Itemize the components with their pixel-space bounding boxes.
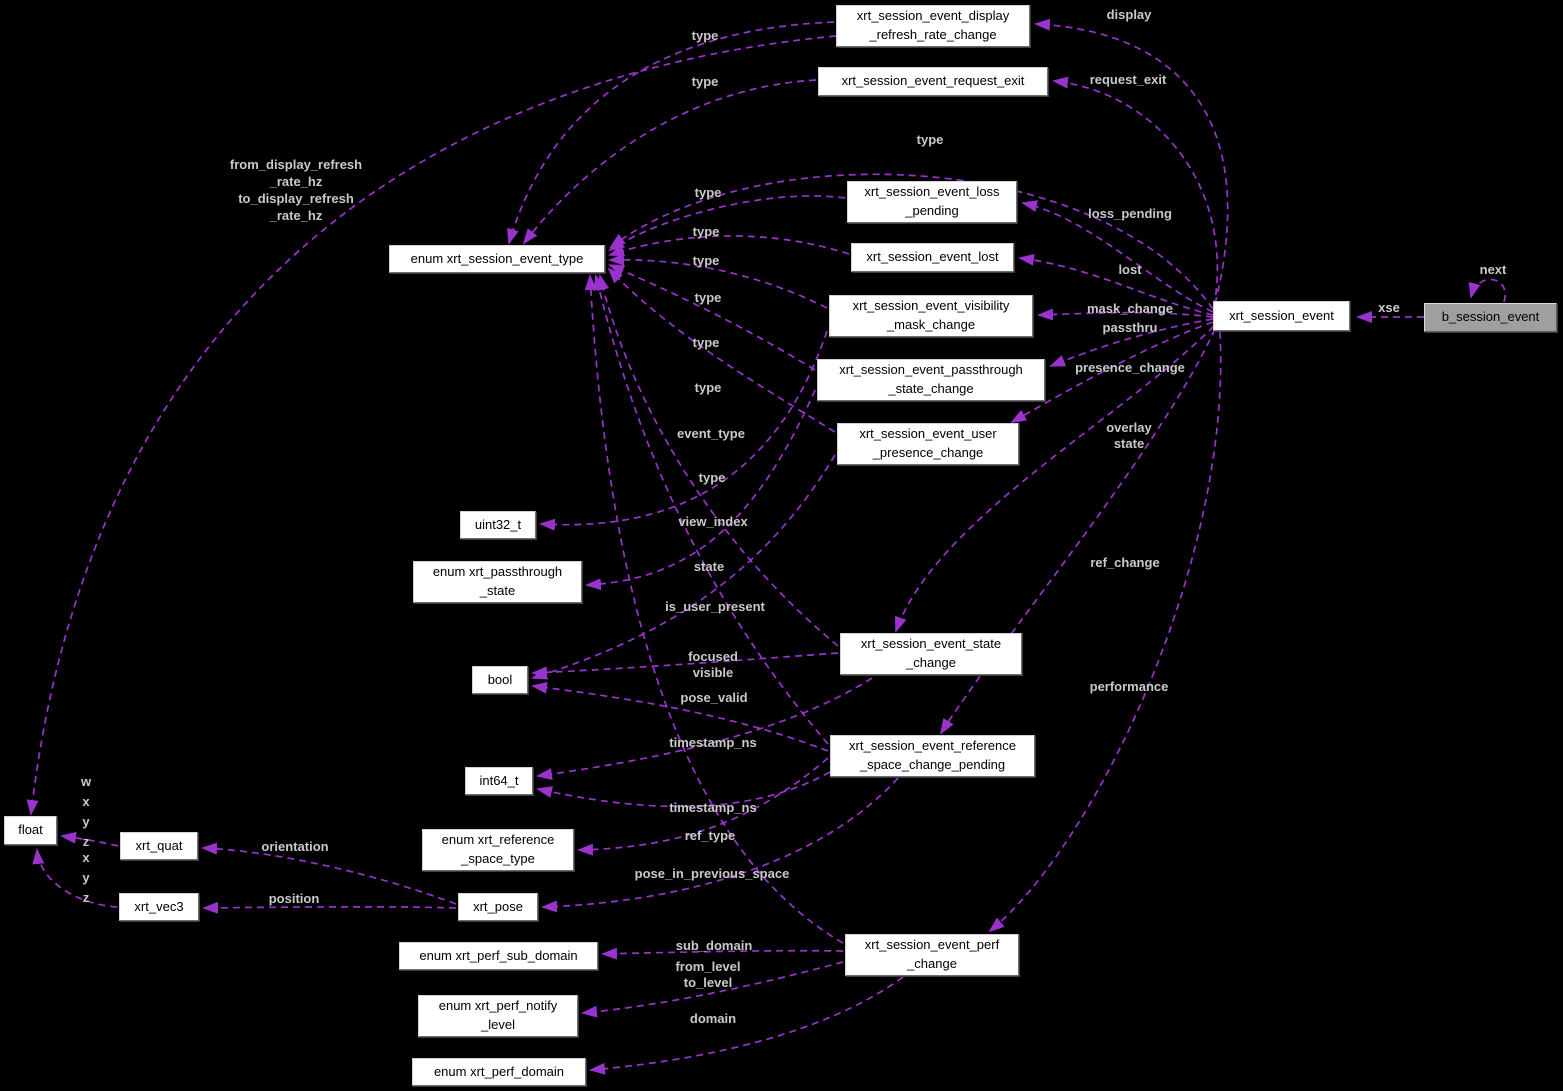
node-request_exit[interactable]: xrt_session_event_request_exit bbox=[818, 67, 1048, 96]
node-uint32_t[interactable]: uint32_t bbox=[460, 511, 536, 539]
edge-session_event-to-loss_pending bbox=[1021, 200, 1214, 313]
edge-session_event-to-lost bbox=[1018, 253, 1214, 316]
edge-display_refresh_rate_change-to-float bbox=[26, 35, 837, 816]
node-enum_passthrough_state[interactable]: enum xrt_passthrough _state bbox=[413, 561, 582, 603]
edge-perf_change-to-enum_perf_notify_level bbox=[581, 961, 844, 1018]
edge-loss_pending-to-enum_session_event_type bbox=[608, 195, 846, 252]
edge-session_event-to-display_refresh_rate_change bbox=[1034, 18, 1229, 305]
edge-session_event-to-reference_space_change_pending bbox=[939, 328, 1216, 735]
edge-state_change-to-int64_t bbox=[536, 677, 873, 780]
edge-session_event-to-user_presence_change bbox=[1010, 321, 1214, 423]
edge-passthrough_state_change-to-enum_passthrough_state bbox=[585, 389, 816, 591]
edge-xrt_pose-to-xrt_quat bbox=[201, 842, 457, 905]
node-perf_change[interactable]: xrt_session_event_perf _change bbox=[845, 934, 1019, 976]
node-session_event[interactable]: xrt_session_event bbox=[1213, 301, 1350, 331]
edge-xrt_vec3-to-float bbox=[32, 848, 118, 908]
edge-passthrough_state_change-to-enum_session_event_type bbox=[608, 264, 816, 371]
node-enum_perf_notify_level[interactable]: enum xrt_perf_notify _level bbox=[418, 995, 578, 1037]
node-visibility_mask_change[interactable]: xrt_session_event_visibility _mask_chang… bbox=[829, 295, 1033, 337]
node-int64_t[interactable]: int64_t bbox=[465, 767, 533, 795]
edge-reference_space_change_pending-to-xrt_pose bbox=[541, 777, 899, 913]
node-float[interactable]: float bbox=[4, 816, 57, 845]
node-xrt_vec3[interactable]: xrt_vec3 bbox=[119, 893, 199, 921]
node-user_presence_change[interactable]: xrt_session_event_user _presence_change bbox=[837, 423, 1019, 465]
edge-display_refresh_rate_change-to-enum_session_event_type bbox=[507, 21, 835, 245]
edge-state_change-to-bool bbox=[531, 652, 839, 679]
node-reference_space_change_pending[interactable]: xrt_session_event_reference _space_chang… bbox=[830, 735, 1035, 777]
edge-reference_space_change_pending-to-bool bbox=[531, 681, 829, 752]
edge-session_event-to-perf_change bbox=[988, 331, 1222, 933]
node-enum_reference_space_type[interactable]: enum xrt_reference _space_type bbox=[422, 829, 574, 871]
node-loss_pending[interactable]: xrt_session_event_loss _pending bbox=[847, 181, 1017, 223]
node-passthrough_state_change[interactable]: xrt_session_event_passthrough _state_cha… bbox=[817, 359, 1045, 401]
edge-session_event-to-enum_session_event_type bbox=[609, 173, 1214, 310]
edge-perf_change-to-enum_perf_domain bbox=[589, 976, 904, 1075]
edge-user_presence_change-to-enum_session_event_type bbox=[607, 267, 836, 433]
edge-perf_change-to-enum_session_event_type bbox=[584, 274, 844, 944]
node-state_change[interactable]: xrt_session_event_state _change bbox=[840, 633, 1022, 675]
edge-visibility_mask_change-to-uint32_t bbox=[539, 330, 828, 531]
node-b_session_event[interactable]: b_session_event bbox=[1424, 303, 1557, 332]
edge-session_event-to-passthrough_state_change bbox=[1049, 318, 1214, 367]
node-enum_perf_domain[interactable]: enum xrt_perf_domain bbox=[412, 1058, 586, 1086]
node-lost[interactable]: xrt_session_event_lost bbox=[851, 243, 1014, 272]
node-bool[interactable]: bool bbox=[472, 666, 528, 694]
edge-session_event-to-request_exit bbox=[1052, 76, 1219, 308]
node-enum_perf_sub_domain[interactable]: enum xrt_perf_sub_domain bbox=[399, 942, 598, 970]
edge-session_event-to-visibility_mask_change bbox=[1037, 308, 1214, 321]
edge-session_event-to-state_change bbox=[894, 325, 1215, 633]
edge-reference_space_change_pending-to-int64_t bbox=[536, 771, 831, 808]
edge-xrt_pose-to-xrt_vec3 bbox=[202, 901, 457, 914]
edge-xrt_quat-to-float bbox=[60, 831, 119, 847]
node-display_refresh_rate_change[interactable]: xrt_session_event_display _refresh_rate_… bbox=[836, 5, 1030, 47]
edge-lost-to-enum_session_event_type bbox=[608, 235, 850, 257]
edge-state_change-to-enum_session_event_type bbox=[597, 274, 839, 647]
edge-b_session_event-to-b_session_event bbox=[1468, 278, 1507, 303]
node-xrt_quat[interactable]: xrt_quat bbox=[120, 832, 198, 860]
edge-reference_space_change_pending-to-enum_reference_space_type bbox=[577, 757, 829, 856]
edge-perf_change-to-enum_perf_sub_domain bbox=[601, 947, 844, 960]
edge-request_exit-to-enum_session_event_type bbox=[522, 79, 817, 245]
node-xrt_pose[interactable]: xrt_pose bbox=[458, 893, 538, 921]
edge-visibility_mask_change-to-enum_session_event_type bbox=[608, 253, 828, 309]
edge-reference_space_change_pending-to-enum_session_event_type bbox=[593, 274, 829, 745]
node-enum_session_event_type[interactable]: enum xrt_session_event_type bbox=[389, 245, 605, 273]
